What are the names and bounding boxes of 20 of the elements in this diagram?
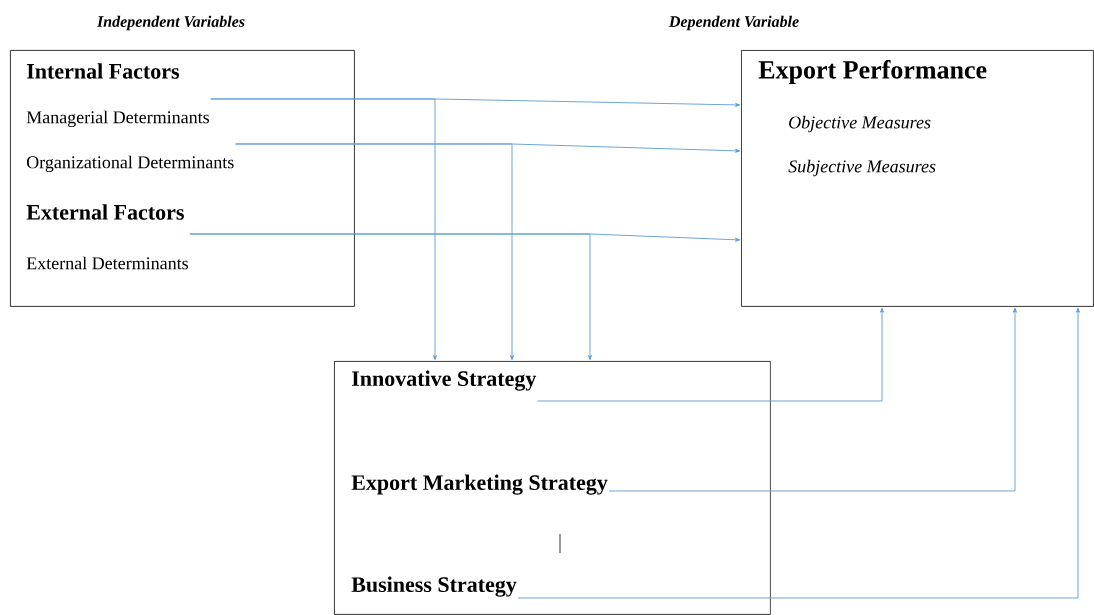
variable-heading: Dependent Variable <box>668 15 799 31</box>
arrow <box>189 233 592 361</box>
arrow <box>608 307 1017 492</box>
determinant-text: Managerial Determinants <box>26 110 209 128</box>
measure-text: Subjective Measures <box>788 159 936 177</box>
strategy-text: Export Marketing Strategy <box>351 474 608 495</box>
heading: Export Performance <box>758 60 987 84</box>
strategy-text: Business Strategy <box>351 576 517 597</box>
arrow <box>210 98 437 361</box>
determinant-text: Organizational Determinants <box>26 155 234 173</box>
arrow <box>517 307 1080 599</box>
strategy-box <box>334 361 771 615</box>
variable-heading: Independent Variables <box>96 15 245 31</box>
heading: External Factors <box>26 204 184 220</box>
arrow <box>235 143 514 361</box>
arrow <box>537 307 884 402</box>
strategy-text: Innovative Strategy <box>351 370 537 391</box>
determinant-text: External Determinants <box>26 256 189 270</box>
measure-text: Objective Measures <box>789 115 931 133</box>
heading: Internal Factors <box>26 63 180 79</box>
